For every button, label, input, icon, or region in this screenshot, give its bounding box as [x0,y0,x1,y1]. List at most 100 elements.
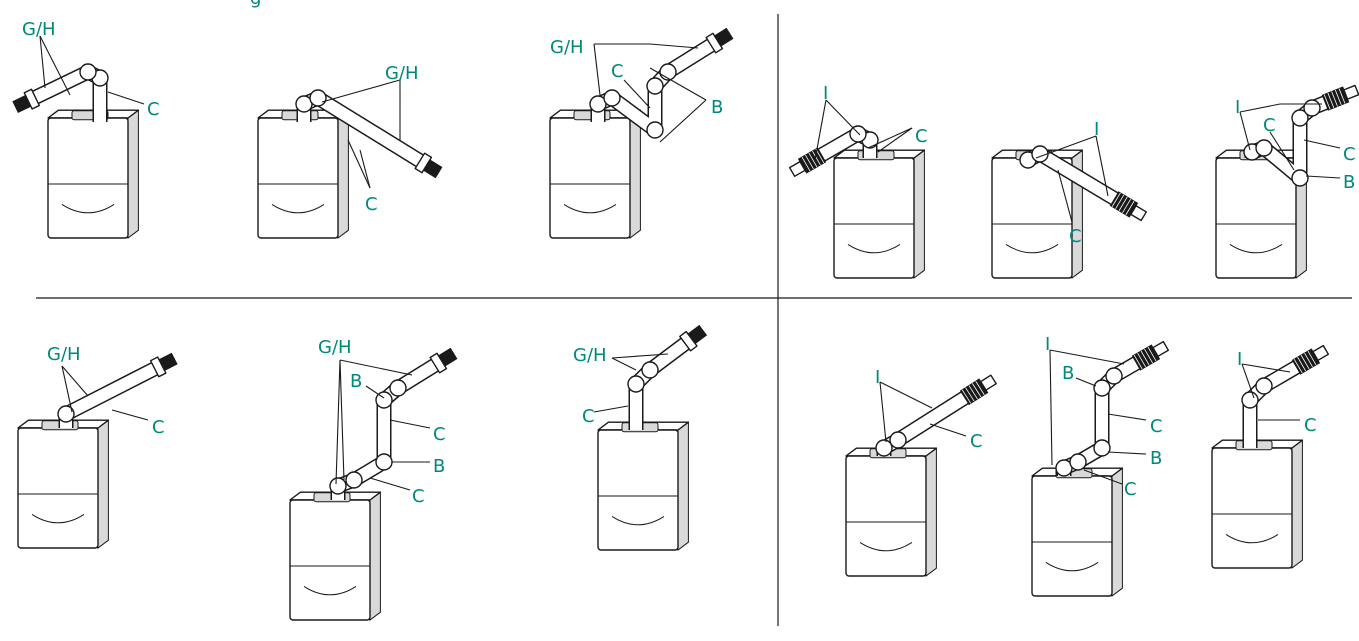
terminal-assembly [1291,344,1330,375]
terminal-rib [1327,92,1335,109]
boiler-side [97,419,109,549]
leader-line [61,365,89,397]
leader-line [39,35,71,96]
boiler-front [289,499,371,621]
leader-line [339,359,413,376]
terminal-tip [12,94,32,114]
pipe-elbow [1303,99,1321,117]
boiler-handle [563,203,617,214]
flue-configuration: IC [845,367,997,577]
pipe-elbow [1093,379,1111,397]
terminal-rib [1111,192,1121,207]
boiler-side [369,491,381,621]
pipe-body [630,335,694,430]
terminal-end [980,374,997,391]
terminal-rib [975,381,985,395]
boiler-front [47,117,129,239]
terminal-tip [713,27,734,47]
terminal-assembly [414,152,443,179]
leader-line [1305,175,1341,179]
boiler-handle [1045,561,1099,572]
leader-line [1303,139,1341,149]
terminal-rib [1293,358,1303,374]
leader-line [649,67,707,101]
component-label: G/H [573,345,607,366]
boiler-front [1215,157,1297,279]
boiler-side [913,149,925,279]
leader-line [659,99,707,143]
pipe-elbow [603,89,621,107]
terminal-rib [1133,354,1143,370]
leader-line [623,79,651,109]
leader-line [593,405,629,413]
pipe-elbow [849,125,867,143]
component-label: B [1150,448,1162,469]
terminal-assembly [705,27,734,54]
leader-line [1107,413,1147,421]
pipe-elbow [389,379,407,397]
pipe-elbow [627,375,645,393]
terminal-assembly [679,324,708,352]
leader-line [61,365,73,413]
leader-line [593,43,601,96]
component-label: B [433,456,445,477]
terminal-rib [801,156,811,172]
boiler-front [1031,475,1113,597]
leader-line [879,381,933,409]
pipe-elbow [641,361,659,379]
pipe-elbow [375,391,393,409]
component-label: I [1094,119,1099,140]
leader-line [1075,377,1097,387]
component-label: C [582,406,595,427]
panel-top-left: G/HCG/HCG/HCB [12,19,734,239]
terminal-assembly [149,352,178,378]
pipe-elbow [646,121,664,139]
component-label: G/H [550,37,584,58]
boiler-handle [271,203,325,214]
leader-line [1083,469,1123,485]
component-label: B [350,371,362,392]
component-label: C [147,99,160,120]
component-label: G/H [47,344,81,365]
pipe-elbow [375,453,393,471]
boiler-handle [611,515,665,526]
boiler-side [127,109,139,239]
component-label: C [433,424,446,445]
pipe-elbow [1069,453,1087,471]
terminal-rib [812,150,821,166]
leader-line [814,99,827,161]
pipe-elbow [57,405,75,423]
component-label: I [1045,334,1050,355]
terminal-end [788,160,806,178]
flue-configuration: IC [991,119,1147,279]
component-label: C [611,61,624,82]
leader-line [339,359,345,481]
pipe-elbow [1291,169,1309,187]
pipe-elbow [329,477,347,495]
terminal-rib [965,387,975,402]
component-label: C [915,126,928,147]
boiler-handle [61,203,115,214]
terminal-assembly [1131,340,1170,371]
terminal-rib [1300,354,1310,370]
leader-line [111,409,149,421]
component-label: C [412,486,425,507]
leader-line [877,127,913,153]
boiler-handle [1225,533,1279,544]
terminal-rib [815,148,825,164]
terminal-assembly [1109,191,1147,222]
component-label: B [711,97,723,118]
leader-line [929,423,967,437]
component-label: G/H [22,19,56,40]
component-label: C [152,417,165,438]
leader-line [879,381,887,443]
component-label: C [1150,416,1163,437]
boiler-front [845,455,927,577]
terminal-rib [1125,200,1135,216]
component-label: C [1304,415,1317,436]
